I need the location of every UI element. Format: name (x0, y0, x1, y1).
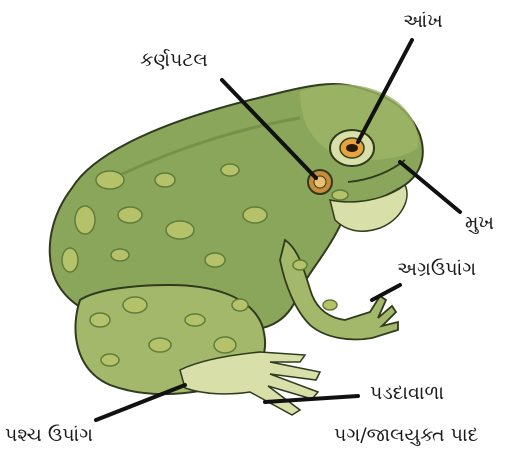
frog-spot (221, 164, 239, 176)
frog-spot (96, 171, 124, 189)
frog-spot (75, 206, 95, 234)
pointer-forelimb (372, 285, 400, 300)
frog-spot (332, 190, 348, 200)
frog-spot (205, 253, 225, 267)
frog-spot (293, 260, 307, 270)
label-eye: આંખ (403, 10, 443, 32)
frog-spot (118, 207, 142, 223)
frog-spot (155, 173, 175, 187)
frog-spot (243, 207, 267, 223)
frog-spot (232, 299, 248, 311)
label-hindlimb: પશ્ચ ઉપાંગ (5, 424, 93, 446)
label-webbed-foot-line2: પગ/જાલયુક્ત પાદ (334, 424, 478, 446)
frog-eye (330, 130, 374, 166)
frog-hind-foot (180, 352, 320, 415)
frog-spot (62, 248, 78, 272)
frog-spot (149, 338, 171, 352)
frog-spot (111, 249, 129, 261)
frog-spot (214, 337, 236, 353)
label-webbed-foot-line1: પડદાવાળા (370, 382, 444, 404)
label-mouth: મુખ (465, 212, 494, 234)
frog-spot (185, 314, 205, 326)
eye-pupil (346, 144, 358, 152)
label-forelimb: અગ્રઉપાંગ (397, 258, 476, 280)
frog-spot (123, 297, 147, 313)
frog-spot (90, 313, 110, 327)
frog-spot (101, 354, 119, 366)
frog-spot (166, 221, 194, 239)
frog-front-leg (280, 240, 398, 339)
label-tympanum: કર્ણપટલ (140, 49, 208, 71)
pointer-mouth (400, 162, 460, 212)
frog-spot (323, 300, 337, 310)
